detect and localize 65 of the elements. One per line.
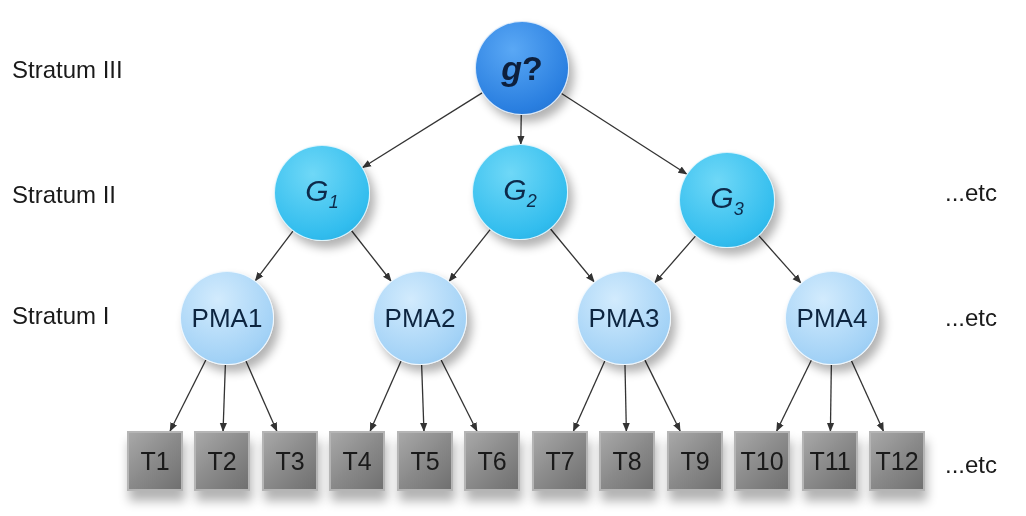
arrow	[245, 360, 278, 432]
node-circle	[180, 271, 274, 365]
node-circle	[475, 21, 569, 115]
arrow	[850, 360, 884, 432]
node-label: g?	[501, 48, 543, 88]
node-circle	[577, 271, 671, 365]
node-tile	[464, 431, 520, 491]
node-tile	[194, 431, 250, 491]
arrow	[350, 230, 392, 282]
node-label: T6	[477, 446, 507, 476]
node-label: T9	[680, 446, 710, 476]
stratum-label: ...etc	[945, 304, 998, 332]
node-label: T4	[342, 446, 372, 476]
node-label: PMA2	[384, 302, 456, 334]
arrow	[644, 359, 681, 432]
node-label: T3	[275, 446, 305, 476]
node-label: T11	[809, 446, 851, 476]
node-label: G$_{3}$	[710, 180, 744, 220]
arrow	[549, 228, 595, 283]
node-label: G$_{1}$	[305, 173, 339, 213]
arrow	[440, 359, 478, 432]
arrow	[560, 92, 688, 175]
node-label: T1	[140, 446, 170, 476]
node-tile	[532, 431, 588, 491]
arrow	[654, 235, 697, 284]
node-circle	[785, 271, 879, 365]
arrow	[219, 364, 227, 432]
stratum-label: Stratum I	[12, 302, 110, 330]
stratum-label: ...etc	[945, 179, 998, 207]
stratum-label: Stratum III	[12, 56, 123, 84]
arrow	[517, 114, 525, 145]
stratum-label: ...etc	[945, 451, 998, 479]
node-label: T5	[410, 446, 440, 476]
arrow	[254, 230, 294, 282]
node-tile	[397, 431, 453, 491]
node-tile	[599, 431, 655, 491]
node-tile	[127, 431, 183, 491]
arrow	[369, 360, 402, 432]
node-circle	[679, 152, 775, 248]
node-label: G$_{2}$	[503, 172, 537, 212]
arrow	[169, 359, 207, 432]
arrow	[758, 235, 802, 284]
arrow	[420, 364, 428, 432]
node-tile	[802, 431, 858, 491]
node-tile	[262, 431, 318, 491]
stratum-label: Stratum II	[12, 181, 117, 209]
arrow	[448, 228, 491, 282]
node-label: PMA3	[588, 302, 660, 334]
node-tile	[734, 431, 790, 491]
node-label: T7	[545, 446, 575, 476]
node-label: T10	[740, 446, 784, 476]
arrow	[361, 92, 483, 169]
arrow	[622, 364, 630, 432]
node-label: PMA1	[191, 302, 263, 334]
node-label: PMA4	[796, 302, 868, 334]
arrow	[572, 360, 606, 432]
node-tile	[329, 431, 385, 491]
node-tile	[667, 431, 723, 491]
arrow	[776, 359, 812, 432]
arrow	[826, 364, 835, 432]
node-label: T8	[612, 446, 642, 476]
node-circle	[373, 271, 467, 365]
node-label: T12	[875, 446, 919, 476]
node-tile	[869, 431, 925, 491]
node-label: T2	[207, 446, 237, 476]
